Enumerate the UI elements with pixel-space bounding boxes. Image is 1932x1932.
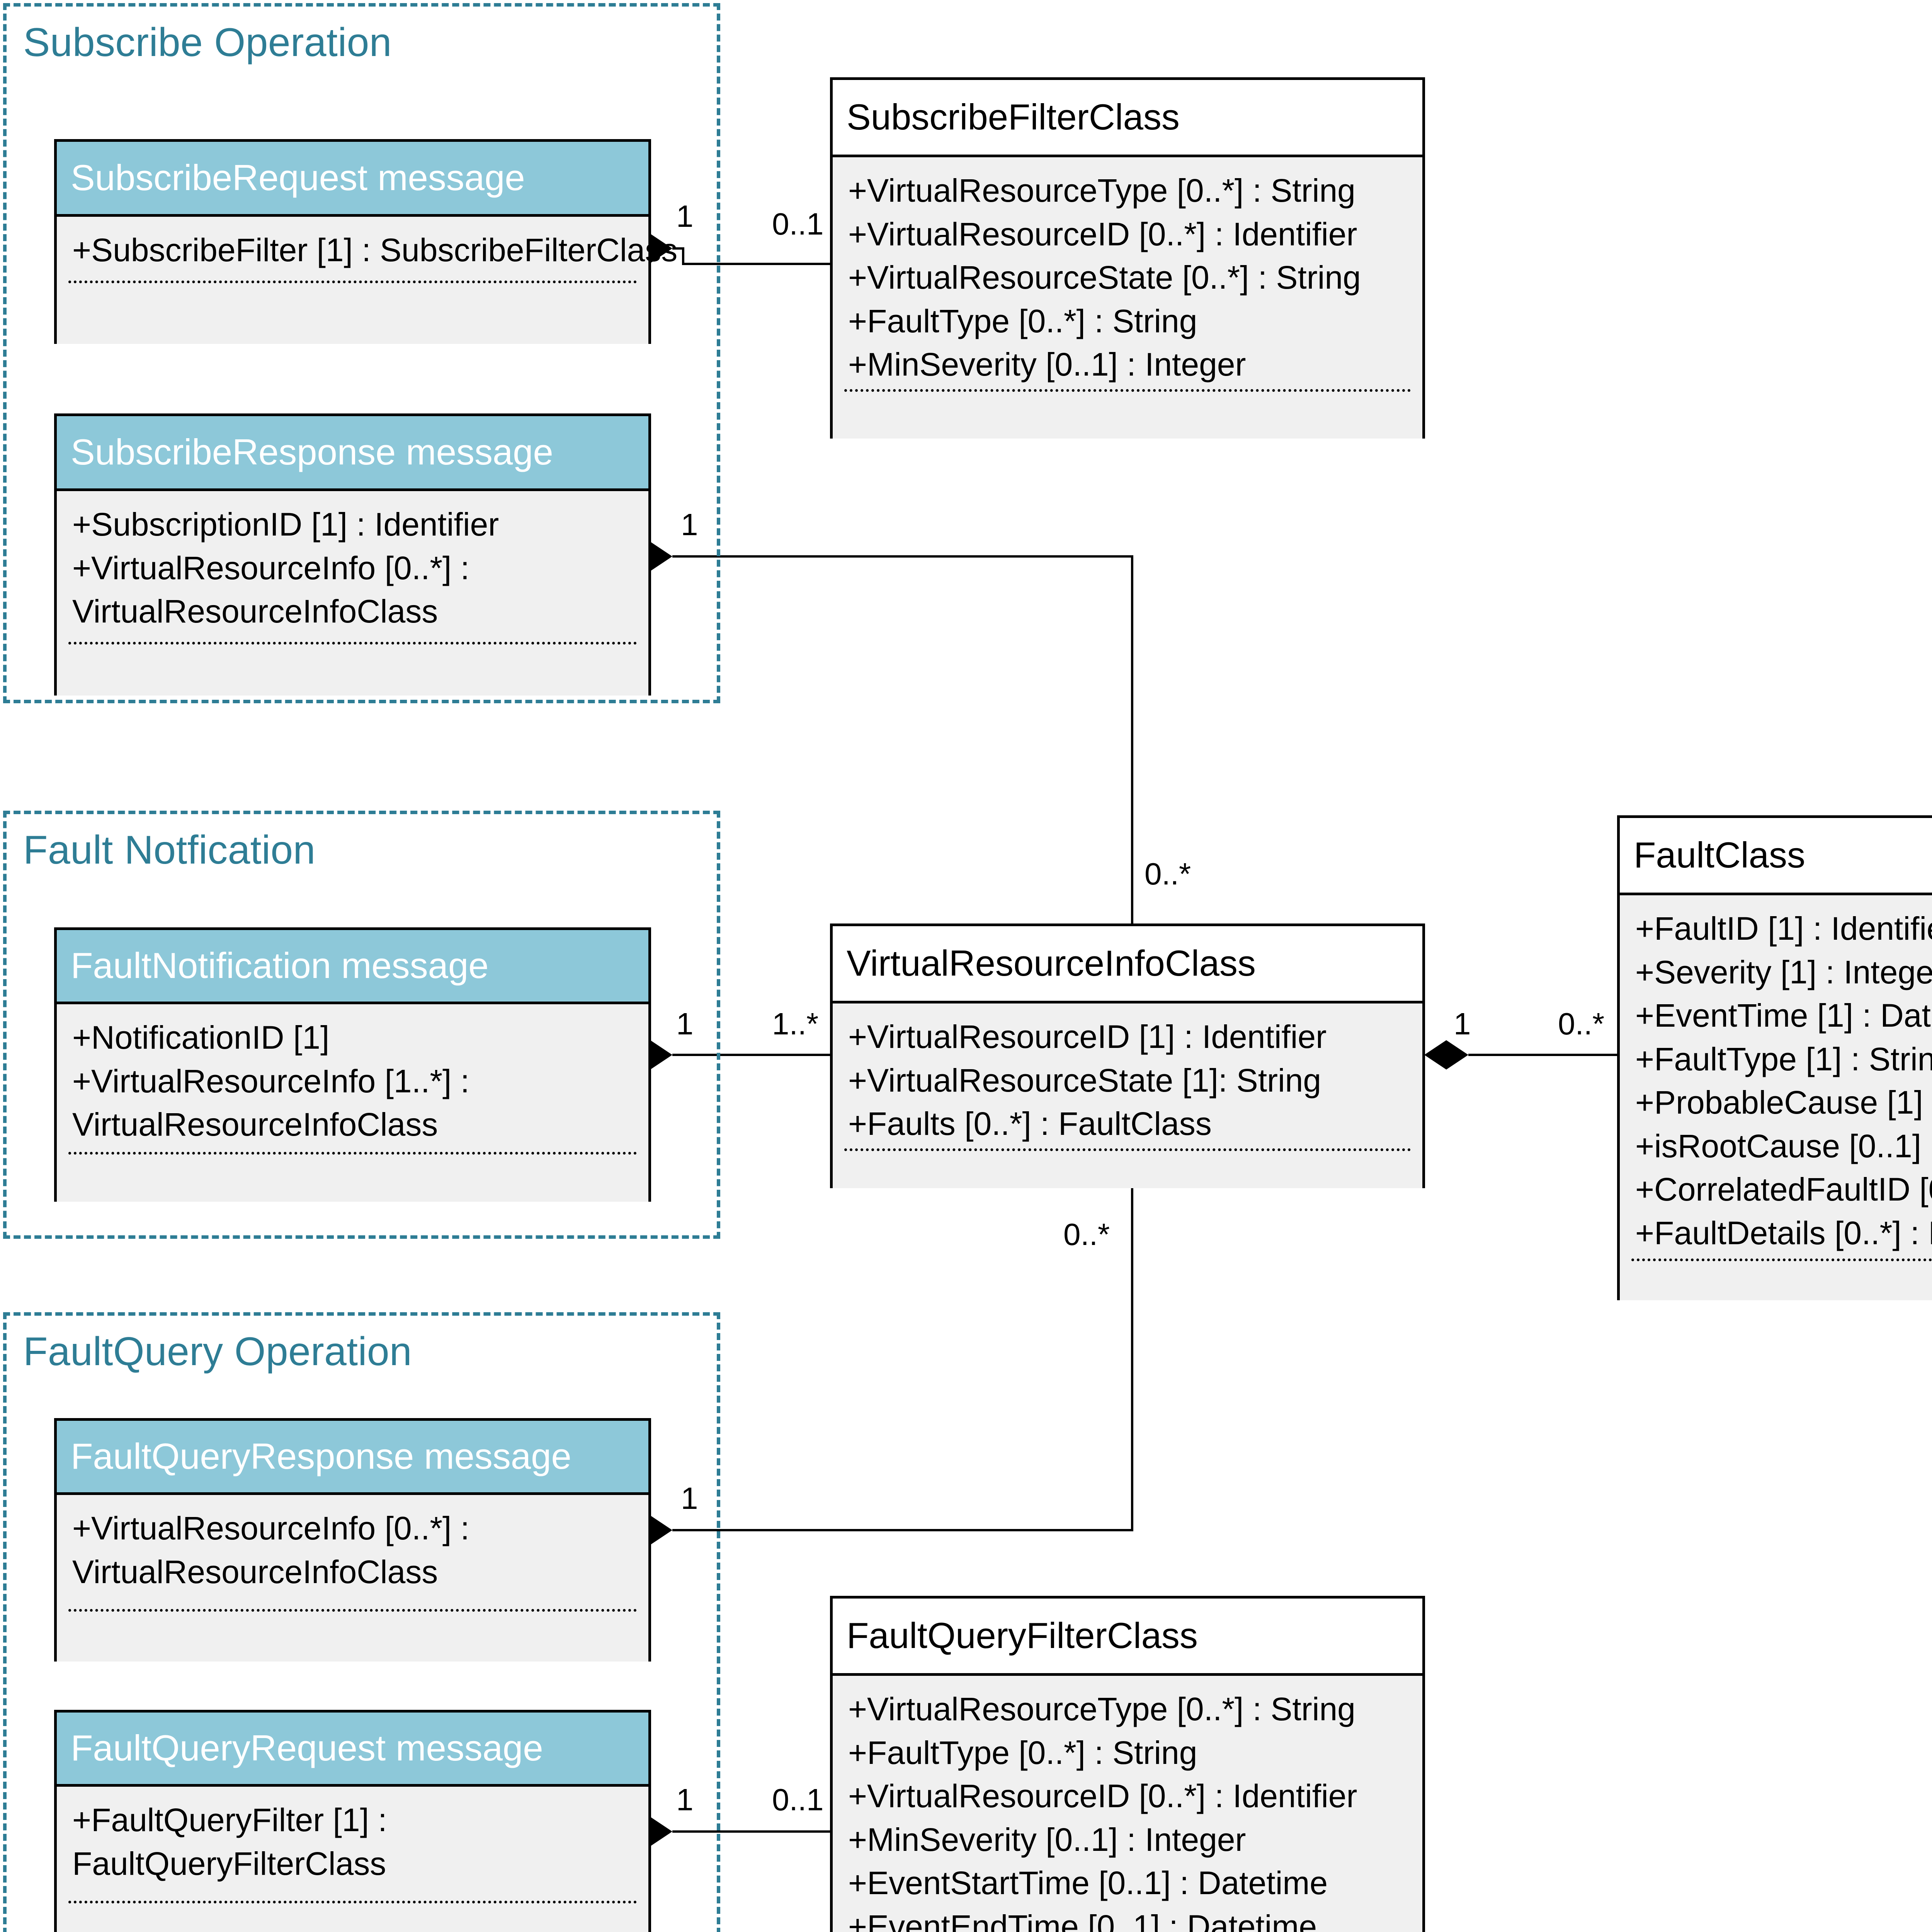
attribute-row: +EventTime [1] : Datetime: [1635, 997, 1932, 1034]
attribute-row: +VirtualResourceInfo [1..*] :: [72, 1063, 470, 1099]
group-title-fault-notification: Fault Notfication: [23, 828, 316, 872]
attribute-row: +ProbableCause [1]: [1635, 1084, 1923, 1121]
box-body-virtual-resource-info-class: +VirtualResourceID [1] : Identifier +Vir…: [833, 1003, 1422, 1188]
multiplicity-vrinfo-source: 1: [1454, 1007, 1471, 1041]
box-header-subscribe-response: SubscribeResponse message: [57, 416, 648, 491]
multiplicity-faultclass-target: 0..*: [1558, 1007, 1605, 1041]
attribute-row: +FaultType [1] : String: [1635, 1041, 1932, 1077]
attribute-row: +SubscriptionID [1] : Identifier: [72, 506, 499, 543]
box-subscribe-filter-class[interactable]: SubscribeFilterClass +VirtualResourceTyp…: [830, 77, 1425, 439]
box-title-fault-class: FaultClass: [1634, 835, 1806, 876]
box-body-faultquery-response: +VirtualResourceInfo [0..*] : VirtualRes…: [57, 1495, 648, 1662]
association-vrinfo-faultclass: [1424, 1040, 1617, 1070]
attribute-row: +VirtualResourceType [0..*] : String: [848, 1691, 1355, 1727]
composition-diamond-icon: [1424, 1040, 1468, 1070]
compartment-separator: [68, 642, 637, 645]
box-title-faultquery-response: FaultQueryResponse message: [71, 1436, 571, 1477]
box-faultquery-filter-class[interactable]: FaultQueryFilterClass +VirtualResourceTy…: [830, 1596, 1425, 1932]
compartment-separator: [844, 1148, 1411, 1151]
compartment-separator: [68, 1901, 637, 1903]
box-header-faultquery-filter-class: FaultQueryFilterClass: [833, 1599, 1422, 1676]
box-title-subscribe-response: SubscribeResponse message: [71, 432, 553, 473]
attribute-row: +NotificationID [1]: [72, 1019, 330, 1056]
box-fault-class[interactable]: FaultClass +FaultID [1] : Identifier +Se…: [1617, 815, 1932, 1300]
box-header-fault-class: FaultClass: [1620, 818, 1932, 895]
attribute-row: +Severity [1] : Integer: [1635, 954, 1932, 990]
multiplicity-fqresp-source: 1: [681, 1481, 698, 1515]
box-header-virtual-resource-info-class: VirtualResourceInfoClass: [833, 926, 1422, 1003]
multiplicity-vrinfo-top-target: 0..*: [1145, 857, 1191, 891]
attribute-row: VirtualResourceInfoClass: [72, 1106, 438, 1143]
group-fault-notification: [3, 811, 720, 1239]
box-faultquery-request[interactable]: FaultQueryRequest message +FaultQueryFil…: [54, 1710, 651, 1932]
attribute-row: FaultQueryFilterClass: [72, 1845, 386, 1882]
box-title-subscribe-filter-class: SubscribeFilterClass: [847, 97, 1180, 138]
attribute-row: +VirtualResourceID [0..*] : Identifier: [848, 1778, 1357, 1815]
attribute-row: +VirtualResourceState [0..*] : String: [848, 259, 1361, 296]
group-title-faultquery-operation: FaultQuery Operation: [23, 1329, 412, 1374]
attribute-row: +VirtualResourceID [1] : Identifier: [848, 1019, 1327, 1055]
compartment-separator: [1631, 1259, 1932, 1261]
attribute-row: +VirtualResourceInfo [0..*] :: [72, 1510, 470, 1546]
box-title-fault-notification: FaultNotification message: [71, 945, 489, 986]
attribute-row: +EventStartTime [0..1] : Datetime: [848, 1865, 1328, 1901]
attribute-row: +MinSeverity [0..1] : Integer: [848, 346, 1246, 383]
attribute-row: +VirtualResourceType [0..*] : String: [848, 172, 1355, 209]
box-subscribe-response[interactable]: SubscribeResponse message +SubscriptionI…: [54, 413, 651, 696]
box-header-subscribe-filter-class: SubscribeFilterClass: [833, 80, 1422, 157]
box-body-fault-class: +FaultID [1] : Identifier +Severity [1] …: [1620, 895, 1932, 1300]
attribute-row: VirtualResourceInfoClass: [72, 1553, 438, 1590]
attribute-row: +SubscribeFilter [1] : SubscribeFilterCl…: [72, 232, 678, 268]
attribute-row: +FaultType [0..*] : String: [848, 1734, 1197, 1771]
multiplicity-vrinfo-bottom-target: 0..*: [1063, 1217, 1110, 1252]
box-title-faultquery-filter-class: FaultQueryFilterClass: [847, 1615, 1198, 1656]
box-title-subscribe-request: SubscribeRequest message: [71, 157, 525, 198]
box-header-fault-notification: FaultNotification message: [57, 930, 648, 1004]
multiplicity-fqfilter-target: 0..1: [772, 1782, 824, 1817]
box-fault-notification[interactable]: FaultNotification message +NotificationI…: [54, 927, 651, 1202]
box-subscribe-request[interactable]: SubscribeRequest message +SubscribeFilte…: [54, 139, 678, 344]
group-faultquery-operation: [3, 1312, 720, 1932]
box-body-fault-notification: +NotificationID [1] +VirtualResourceInfo…: [57, 1004, 648, 1202]
attribute-row: +FaultQueryFilter [1] :: [72, 1802, 387, 1838]
box-body-faultquery-filter-class: +VirtualResourceType [0..*] : String +Fa…: [833, 1676, 1422, 1932]
multiplicity-vrinfo-left-target: 1..*: [772, 1007, 819, 1041]
attribute-row: +FaultType [0..*] : String: [848, 303, 1197, 339]
box-header-subscribe-request: SubscribeRequest message: [57, 142, 648, 217]
multiplicity-fqreq-source: 1: [676, 1782, 694, 1817]
attribute-row: +CorrelatedFaultID [0..*] : Identifier: [1635, 1171, 1932, 1208]
group-subscribe-operation: [3, 3, 720, 703]
compartment-separator: [68, 1609, 637, 1612]
compartment-separator: [68, 281, 637, 283]
box-body-faultquery-request: +FaultQueryFilter [1] : FaultQueryFilter…: [57, 1787, 648, 1932]
attribute-row: +FaultDetails [0..*] : Key-Value pairs: [1635, 1214, 1932, 1251]
attribute-row: VirtualResourceInfoClass: [72, 593, 438, 630]
multiplicity-subresp-source: 1: [681, 507, 698, 542]
attribute-row: +isRootCause [0..1] : Boolean: [1635, 1128, 1932, 1164]
attribute-row: +FaultID [1] : Identifier: [1635, 910, 1932, 947]
box-virtual-resource-info-class[interactable]: VirtualResourceInfoClass +VirtualResourc…: [830, 923, 1425, 1188]
compartment-separator: [844, 389, 1411, 392]
box-header-faultquery-request: FaultQueryRequest message: [57, 1713, 648, 1787]
box-title-faultquery-request: FaultQueryRequest message: [71, 1728, 543, 1769]
box-title-virtual-resource-info-class: VirtualResourceInfoClass: [847, 943, 1256, 984]
attribute-row: +VirtualResourceID [0..*] : Identifier: [848, 216, 1357, 252]
box-faultquery-response[interactable]: FaultQueryResponse message +VirtualResou…: [54, 1418, 651, 1662]
box-body-subscribe-filter-class: +VirtualResourceType [0..*] : String +Vi…: [833, 157, 1422, 439]
attribute-row: +MinSeverity [0..1] : Integer: [848, 1821, 1246, 1858]
attribute-row: +VirtualResourceState [1]: String: [848, 1062, 1321, 1099]
group-title-subscribe-operation: Subscribe Operation: [23, 20, 392, 65]
multiplicity-subfilter-target: 0..1: [772, 207, 824, 241]
box-header-faultquery-response: FaultQueryResponse message: [57, 1421, 648, 1495]
multiplicity-subreq-source: 1: [676, 199, 694, 233]
attribute-row: +VirtualResourceInfo [0..*] :: [72, 549, 470, 586]
box-body-subscribe-request: +SubscribeFilter [1] : SubscribeFilterCl…: [57, 217, 678, 344]
compartment-separator: [68, 1152, 637, 1155]
box-body-subscribe-response: +SubscriptionID [1] : Identifier +Virtua…: [57, 491, 648, 696]
multiplicity-faultnotif-source: 1: [676, 1007, 694, 1041]
attribute-row: +EventEndTime [0..1] : Datetime: [848, 1908, 1317, 1932]
attribute-row: +Faults [0..*] : FaultClass: [848, 1105, 1212, 1142]
